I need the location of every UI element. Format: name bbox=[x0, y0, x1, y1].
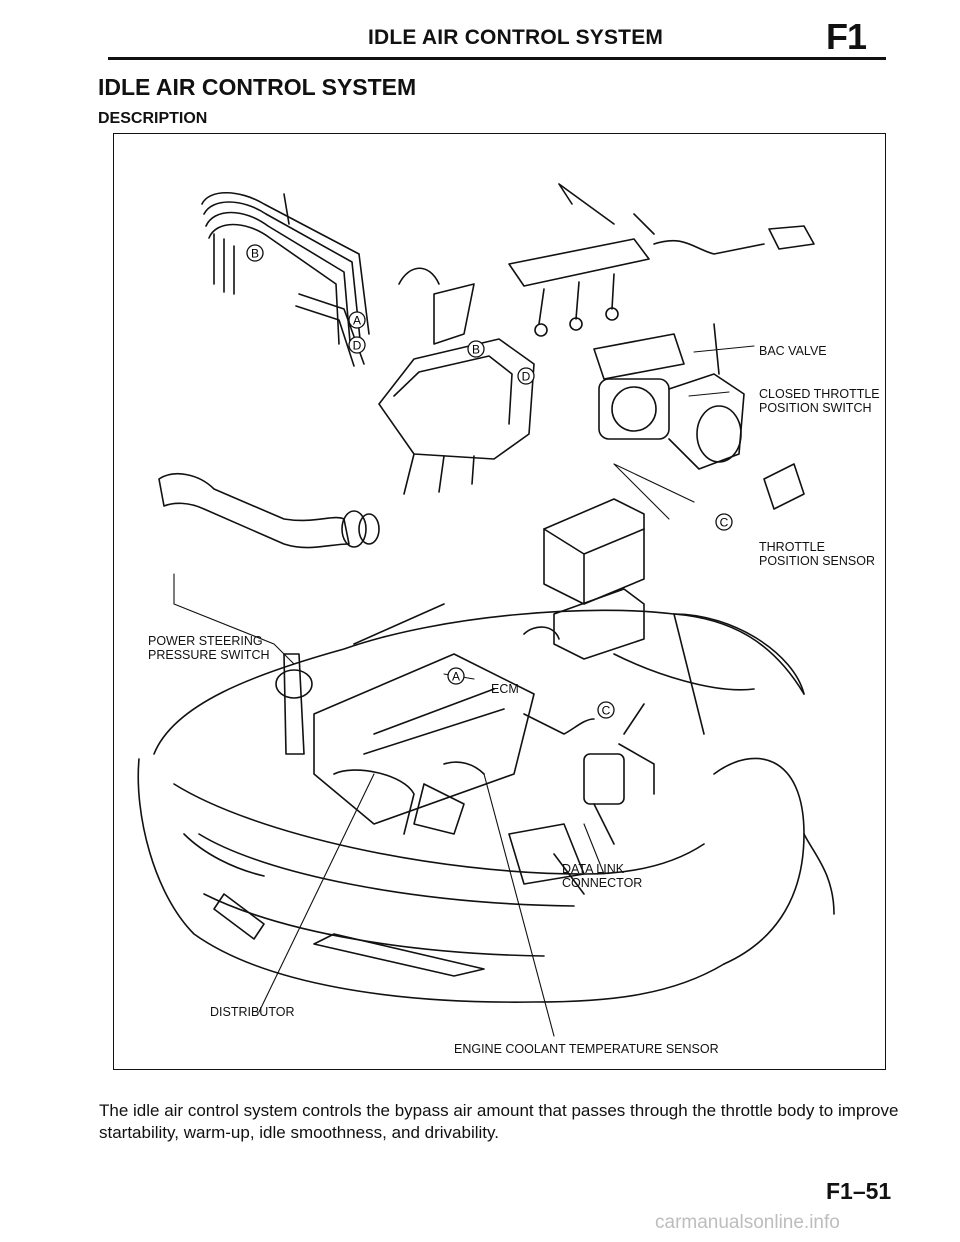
header-section: F1 bbox=[826, 16, 867, 57]
closed-throttle-label: CLOSED THROTTLE POSITION SWITCH bbox=[759, 387, 880, 415]
watermark: carmanualsonline.info bbox=[655, 1212, 840, 1233]
page-heading: IDLE AIR CONTROL SYSTEM bbox=[98, 74, 417, 100]
throttle-body-drawing bbox=[593, 323, 805, 510]
svg-text:C: C bbox=[602, 704, 611, 718]
engine-illustration: BAC VALVE CLOSED THROTTLE POSITION SWITC… bbox=[113, 133, 886, 1070]
fuel-rail-drawing bbox=[508, 183, 815, 337]
air-cleaner-drawing bbox=[523, 498, 645, 660]
callout-d-2: D bbox=[517, 367, 535, 385]
data-link-label: DATA LINK CONNECTOR bbox=[562, 862, 643, 890]
svg-text:D: D bbox=[522, 370, 531, 384]
air-duct-drawing bbox=[158, 473, 380, 549]
callout-d-1: D bbox=[348, 336, 366, 354]
svg-text:A: A bbox=[353, 314, 361, 328]
power-steering-label: POWER STEERING PRESSURE SWITCH bbox=[148, 634, 270, 662]
header-rule bbox=[108, 57, 886, 60]
ecm-label: ECM bbox=[491, 682, 519, 696]
car-body-drawing bbox=[137, 603, 835, 1003]
engine-line-drawing bbox=[137, 183, 835, 1037]
callout-a-1: A bbox=[348, 311, 366, 329]
throttle-sensor-label: THROTTLE POSITION SENSOR bbox=[759, 540, 875, 568]
leader-lines bbox=[173, 345, 755, 1037]
sub-heading: DESCRIPTION bbox=[98, 110, 208, 127]
description-paragraph: The idle air control system controls the… bbox=[99, 1101, 899, 1142]
callout-a-2: A bbox=[447, 667, 465, 685]
bac-valve-label: BAC VALVE bbox=[759, 344, 827, 358]
callout-c-2: C bbox=[597, 701, 615, 719]
distributor-label: DISTRIBUTOR bbox=[210, 1005, 295, 1019]
callout-c-1: C bbox=[715, 513, 733, 531]
intake-manifold-drawing bbox=[378, 267, 535, 495]
svg-text:B: B bbox=[472, 343, 480, 357]
coolant-sensor-label: ENGINE COOLANT TEMPERATURE SENSOR bbox=[454, 1042, 719, 1056]
svg-text:D: D bbox=[353, 339, 362, 353]
svg-text:C: C bbox=[720, 516, 729, 530]
callout-b-1: B bbox=[246, 244, 264, 262]
page-number: F1–51 bbox=[826, 1178, 892, 1204]
spark-plug-wires-drawing bbox=[201, 192, 370, 367]
svg-text:B: B bbox=[251, 247, 259, 261]
svg-text:A: A bbox=[452, 670, 460, 684]
callout-markers: B A D B D C A C bbox=[246, 244, 733, 719]
callout-b-2: B bbox=[467, 340, 485, 358]
engine-bay-drawing bbox=[275, 653, 655, 895]
header-title: IDLE AIR CONTROL SYSTEM bbox=[368, 26, 664, 49]
